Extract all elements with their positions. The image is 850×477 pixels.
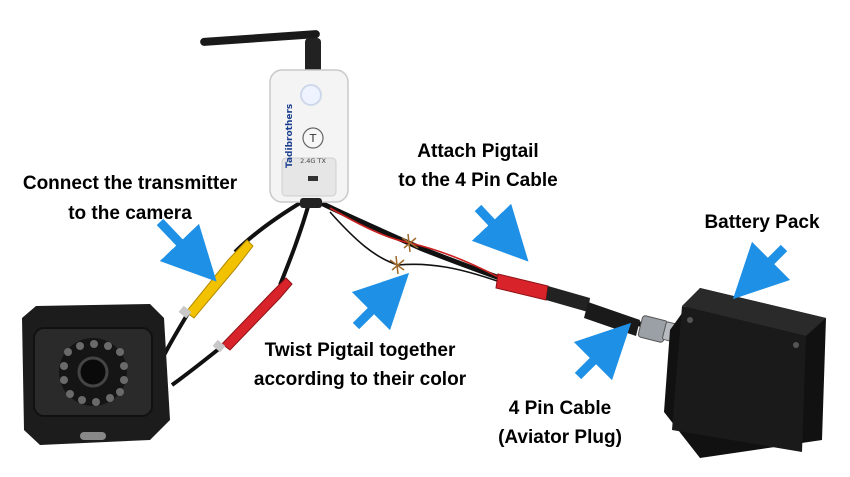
red-branch-cable [278, 199, 312, 286]
label-attach-1: Attach Pigtail [417, 141, 538, 162]
red-rca-connector [212, 277, 293, 353]
antenna [200, 30, 320, 46]
arrow-battery [732, 241, 791, 300]
label-attach-2: to the 4 Pin Cable [398, 170, 557, 191]
arrow-twist [351, 272, 410, 331]
label-connect-2: to the camera [68, 203, 192, 224]
label-cable-1: 4 Pin Cable [509, 398, 611, 419]
pigtail-black-wire-2 [397, 263, 501, 283]
battery-front [672, 306, 806, 452]
switch [308, 176, 318, 181]
twist-knot-red [401, 233, 419, 253]
arrow-connect [156, 218, 217, 282]
led-indicator [300, 84, 322, 106]
antenna-hinge [305, 38, 321, 74]
battery-pack [664, 288, 826, 458]
label-twist-1: Twist Pigtail together [265, 340, 456, 361]
badge-letter: T [309, 132, 317, 145]
label-battery: Battery Pack [704, 212, 820, 233]
pigtail-red-wire [329, 207, 411, 244]
badge-circle [302, 127, 324, 149]
arrow-cable [573, 322, 632, 381]
transmitter: T 2.4G TX Tadibrothers [200, 30, 349, 208]
labels: Connect the transmitter to the camera At… [23, 141, 820, 448]
model-text: 2.4G TX [300, 157, 326, 165]
arrow-attach [471, 203, 529, 262]
label-cable-2: (Aviator Plug) [498, 427, 622, 448]
annotation-arrows [156, 203, 791, 381]
red-to-camera-cable [170, 346, 222, 387]
brand-text: Tadibrothers [285, 104, 295, 168]
camera-mount-slot [80, 432, 106, 440]
cable-boot [300, 198, 322, 208]
label-connect-1: Connect the transmitter [23, 173, 238, 194]
twist-knot-black [389, 255, 405, 275]
ir-leds [60, 340, 128, 406]
red-pigtail-connector [495, 273, 590, 312]
yellow-rca-connector [178, 239, 254, 319]
main-cable [313, 197, 691, 341]
battery-top [682, 288, 826, 336]
pigtail-red-wire-2 [409, 242, 501, 279]
camera-lens [77, 356, 109, 388]
camera [22, 304, 170, 445]
pigtail-black-wire [329, 211, 399, 266]
label-twist-2: according to their color [254, 369, 467, 390]
